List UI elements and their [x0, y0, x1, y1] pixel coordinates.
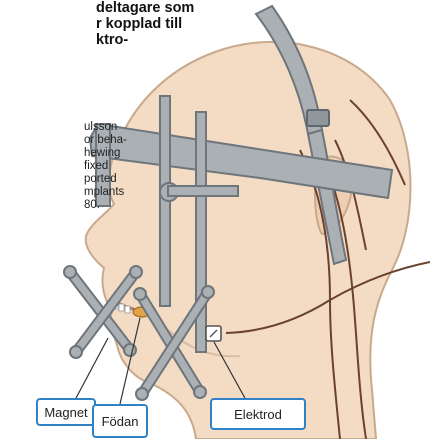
strap-buckle [307, 110, 329, 126]
cross-arm [168, 186, 238, 196]
caption-line: fixed [84, 160, 164, 173]
article-heading: deltagare som r kopplad till ktro- [96, 0, 246, 48]
caption-line: mplants [84, 186, 164, 199]
caption-line: hewing [84, 147, 164, 160]
caption-line: ported [84, 173, 164, 186]
caption-line: 80. [84, 199, 164, 212]
heading-line: r kopplad till [96, 16, 246, 32]
label-elektrod: Elektrod [210, 398, 306, 430]
caption-line: ulsson [84, 121, 164, 134]
caption-line: or beha- [84, 134, 164, 147]
heading-line: ktro- [96, 32, 246, 48]
head-silhouette [86, 42, 411, 439]
caption-text: ulsson or beha- hewing fixed ported mpla… [84, 121, 164, 212]
label-magnet: Magnet [36, 398, 96, 426]
heading-line: deltagare som [96, 0, 246, 16]
label-fodan: Födan [92, 404, 148, 438]
